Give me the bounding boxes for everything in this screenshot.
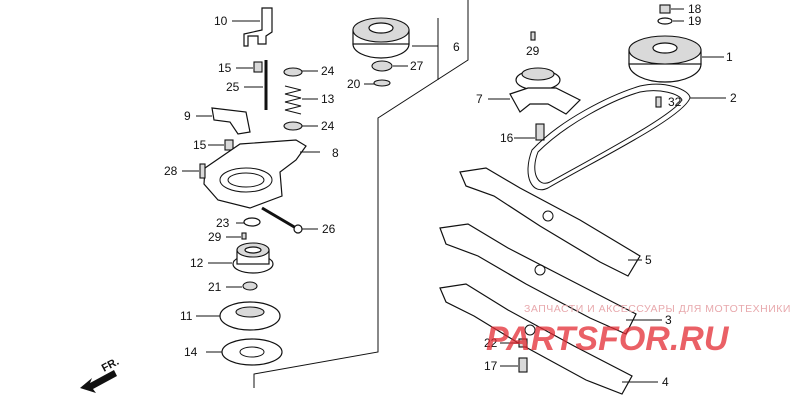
callout-29-right: 29: [526, 44, 540, 58]
callout-6: 6: [453, 40, 460, 54]
callout-29-left: 29: [208, 230, 222, 244]
callout-24-upper: 24: [321, 64, 335, 78]
watermark-brand: PARTSFOR.RU: [486, 320, 730, 358]
callout-19: 19: [688, 14, 702, 28]
callout-7: 7: [476, 92, 483, 106]
part-key-29-left: [226, 232, 247, 240]
part-washer-22: [500, 338, 528, 348]
part-hub-12: [208, 242, 274, 274]
part-nut-18: [659, 4, 684, 14]
part-collar-24-upper: [283, 67, 318, 77]
part-spring-13: [284, 85, 318, 115]
callout-23: 23: [216, 216, 230, 230]
callout-28: 28: [164, 164, 178, 178]
callout-4: 4: [662, 375, 669, 389]
part-bolt-16: [514, 123, 545, 141]
callout-9: 9: [184, 109, 191, 123]
callout-32: 32: [668, 95, 682, 109]
callout-20: 20: [347, 77, 361, 91]
callout-10: 10: [214, 14, 228, 28]
watermark-tagline: ЗАПЧАСТИ И АКСЕССУАРЫ ДЛЯ МОТОТЕХНИКИ: [524, 303, 791, 315]
part-washer-23: [236, 217, 261, 227]
part-blade-5: [459, 167, 642, 277]
callout-22: 22: [484, 336, 498, 350]
callout-8: 8: [332, 146, 339, 160]
part-blade-3: [439, 223, 662, 335]
callout-15-lower: 15: [193, 138, 207, 152]
callout-13: 13: [321, 92, 335, 106]
part-blade-4: [439, 283, 658, 395]
part-disc-11: [196, 301, 281, 331]
part-bolt-15-lower: [208, 139, 234, 151]
callout-15-upper: 15: [218, 61, 232, 75]
part-bolt-15-upper: [236, 61, 263, 73]
part-belt-2: [527, 83, 726, 191]
part-adapter-7: [488, 67, 582, 115]
part-nut-21: [226, 281, 258, 291]
callout-14: 14: [184, 345, 198, 359]
callout-12: 12: [190, 256, 204, 270]
callout-1: 1: [726, 50, 733, 64]
part-rod-25: [244, 60, 268, 110]
callout-18: 18: [688, 2, 702, 16]
callout-24-lower: 24: [321, 119, 335, 133]
callout-5: 5: [645, 253, 652, 267]
direction-arrow: [80, 370, 117, 393]
part-collar-27: [371, 60, 408, 72]
part-washer-19: [657, 17, 684, 25]
callout-17: 17: [484, 359, 498, 373]
callout-11: 11: [180, 309, 193, 323]
part-pulley-1: [628, 35, 724, 83]
callout-27: 27: [410, 59, 424, 73]
part-pin-28: [182, 163, 206, 179]
part-key-29-right: [530, 31, 536, 41]
part-shaft-bolt-26: [261, 206, 318, 234]
callout-3: 3: [665, 313, 672, 327]
callout-26: 26: [322, 222, 336, 236]
callout-2: 2: [730, 91, 737, 105]
section-boundary: [253, 0, 469, 388]
callout-21: 21: [208, 280, 222, 294]
part-bolt-17: [500, 357, 528, 373]
part-pin-32: [655, 96, 662, 108]
part-plate-14: [206, 338, 283, 366]
part-collar-24-lower: [283, 121, 318, 131]
direction-label: FR.: [100, 356, 121, 375]
part-washer-20: [364, 79, 391, 87]
part-bracket-10: [232, 7, 273, 47]
part-clip-9: [196, 107, 251, 135]
part-pulley-6: [352, 17, 438, 59]
callout-25: 25: [226, 80, 240, 94]
part-brake-arm-8: [203, 139, 320, 209]
callout-16: 16: [500, 131, 514, 145]
